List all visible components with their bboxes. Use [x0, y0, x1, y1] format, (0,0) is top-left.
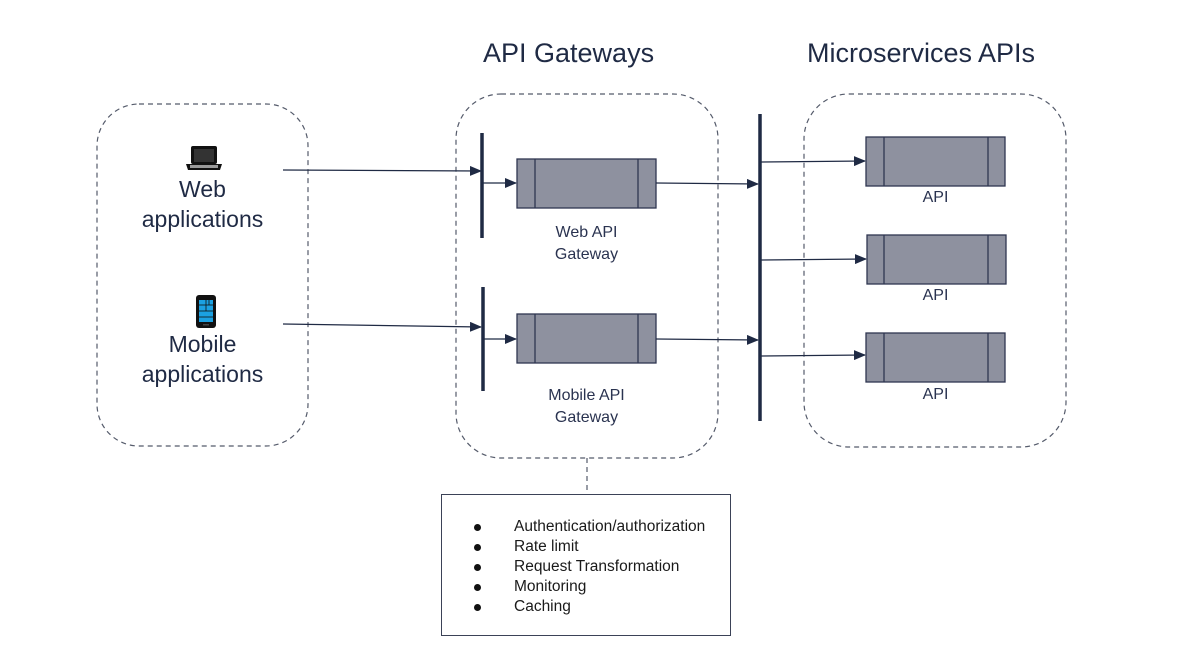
api-arrow-3 — [760, 350, 866, 361]
mobile-applications-label: Mobile applications — [120, 329, 285, 389]
api-label-1: API — [922, 189, 949, 206]
api-arrow-2 — [760, 254, 867, 265]
web-api-gateway-label: Web API Gateway — [517, 222, 656, 266]
mobile-gateway-label-line2: Gateway — [554, 409, 619, 426]
feature-item: Authentication/authorization — [474, 517, 705, 537]
api-label-2: API — [922, 287, 949, 304]
mobile-gateway-label-line1: Mobile API — [548, 387, 625, 404]
feature-label: Rate limit — [514, 538, 579, 555]
api-box-2[interactable] — [866, 234, 1007, 285]
web-client-arrow — [282, 165, 482, 176]
mobile-api-gateway-box[interactable] — [516, 313, 657, 364]
web-label-line2: applications — [141, 206, 264, 232]
feature-label: Request Transformation — [514, 558, 680, 575]
gateways-title: API Gateways — [483, 38, 655, 68]
bullet-icon — [474, 604, 481, 611]
web-label-line1: Web — [179, 176, 226, 202]
web-applications-label: Web applications — [120, 174, 285, 234]
gateway-features-box: Authentication/authorization Rate limit … — [441, 494, 731, 636]
mobile-gateway-out-arrow — [655, 334, 759, 345]
mobile-phone-icon — [196, 295, 216, 328]
mobile-client-arrow — [282, 321, 482, 332]
clients-group — [96, 103, 309, 447]
bullet-icon — [474, 524, 481, 531]
feature-item: Rate limit — [474, 537, 705, 557]
feature-label: Caching — [514, 598, 571, 615]
web-gateway-label-line2: Gateway — [554, 246, 619, 263]
microservices-group — [803, 93, 1067, 448]
web-gateway-label-line1: Web API — [555, 224, 618, 241]
gateways-group — [455, 93, 719, 459]
bullet-icon — [474, 564, 481, 571]
api-label-3: API — [922, 386, 949, 403]
api-box-3[interactable] — [865, 332, 1006, 383]
feature-item: Monitoring — [474, 577, 705, 597]
feature-item: Caching — [474, 597, 705, 617]
mobile-label-line1: Mobile — [168, 331, 237, 357]
features-list: Authentication/authorization Rate limit … — [474, 517, 705, 617]
mobile-api-gateway-label: Mobile API Gateway — [517, 385, 656, 429]
microservices-title: Microservices APIs — [807, 38, 1036, 68]
bullet-icon — [474, 544, 481, 551]
mobile-label-line2: applications — [141, 361, 264, 387]
api-arrow-1 — [760, 156, 866, 167]
web-api-gateway-box[interactable] — [516, 158, 657, 209]
bullet-icon — [474, 584, 481, 591]
feature-item: Request Transformation — [474, 557, 705, 577]
laptop-icon — [186, 146, 222, 170]
api-box-1[interactable] — [865, 136, 1006, 187]
feature-label: Monitoring — [514, 578, 587, 595]
feature-label: Authentication/authorization — [514, 518, 706, 535]
web-gateway-out-arrow — [655, 178, 759, 189]
